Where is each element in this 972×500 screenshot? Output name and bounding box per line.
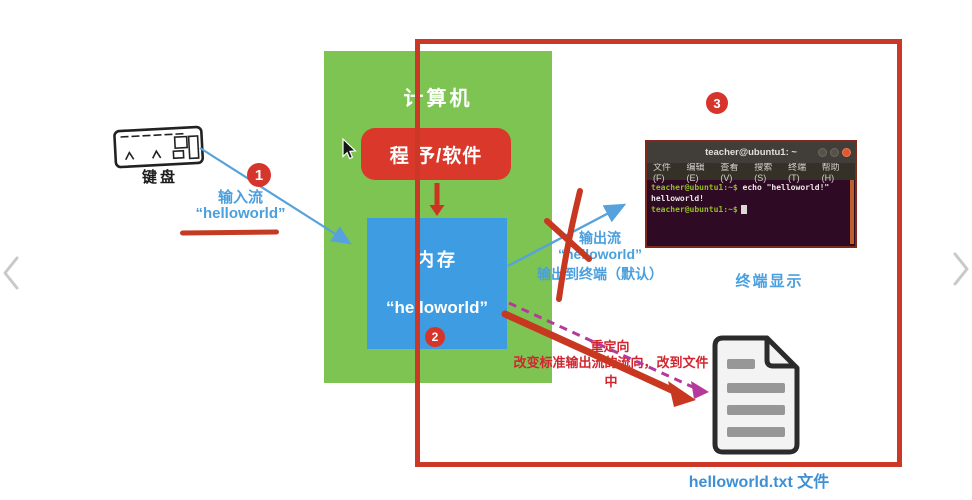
file-icon — [712, 335, 800, 455]
close-icon[interactable] — [842, 148, 851, 157]
step-badge-1: 1 — [247, 163, 271, 187]
menu-file[interactable]: 文件(F) — [653, 162, 672, 183]
terminal-caption: 终端显示 — [735, 273, 804, 290]
keyboard-label: 键盘 — [141, 169, 178, 186]
memory-label: 内存 — [416, 250, 458, 270]
terminal-line: teacher@ubuntu1:~$ — [651, 204, 851, 215]
terminal-title: teacher@ubuntu1: ~ — [705, 147, 797, 158]
terminal-line: helloworld! — [651, 194, 704, 203]
terminal-line: teacher@ubuntu1:~$ echo "helloworld!" — [651, 183, 830, 192]
input-stream-title: 输入流 — [217, 189, 263, 206]
terminal-content[interactable]: teacher@ubuntu1:~$ echo "helloworld!" hel… — [647, 180, 855, 217]
program-label: 程 予/软件 — [389, 145, 483, 167]
step-badge-3: 3 — [706, 92, 728, 114]
keyboard-icon — [113, 125, 205, 169]
maximize-icon[interactable] — [830, 148, 839, 157]
chevron-left-icon[interactable] — [2, 256, 20, 290]
terminal-scrollbar[interactable] — [850, 180, 854, 244]
window-controls — [818, 148, 851, 157]
terminal-menubar: 文件(F) 编辑(E) 查看(V) 搜索(S) 终端(T) 帮助(H) — [647, 162, 855, 183]
red-underline — [179, 229, 280, 236]
menu-edit[interactable]: 编辑(E) — [686, 162, 705, 183]
menu-search[interactable]: 搜索(S) — [754, 162, 773, 183]
terminal-window: teacher@ubuntu1: ~ 文件(F) 编辑(E) 查看(V) 搜索(… — [645, 140, 857, 248]
menu-terminal[interactable]: 终端(T) — [788, 162, 807, 183]
redirect-desc: 改变标准输出流的流向，改到文件中 — [513, 355, 709, 389]
terminal-cursor — [740, 205, 747, 214]
output-stream-value: “helloworld” — [558, 246, 642, 262]
memory-value: “helloworld” — [386, 298, 488, 317]
menu-help[interactable]: 帮助(H) — [821, 162, 840, 183]
minimize-icon[interactable] — [818, 148, 827, 157]
program-box: 程 予/软件 — [361, 128, 511, 180]
input-stream-value: “helloworld” — [195, 205, 286, 222]
menu-view[interactable]: 查看(V) — [720, 162, 739, 183]
terminal-titlebar: teacher@ubuntu1: ~ — [647, 142, 855, 163]
file-label: helloworld.txt 文件 — [688, 474, 830, 491]
output-stream-note: 输出到终端（默认） — [537, 266, 663, 282]
output-stream-title: 输出流 — [579, 230, 621, 246]
chevron-right-icon[interactable] — [952, 252, 970, 286]
computer-title: 计算机 — [403, 88, 473, 110]
step-badge-2: 2 — [425, 327, 445, 347]
